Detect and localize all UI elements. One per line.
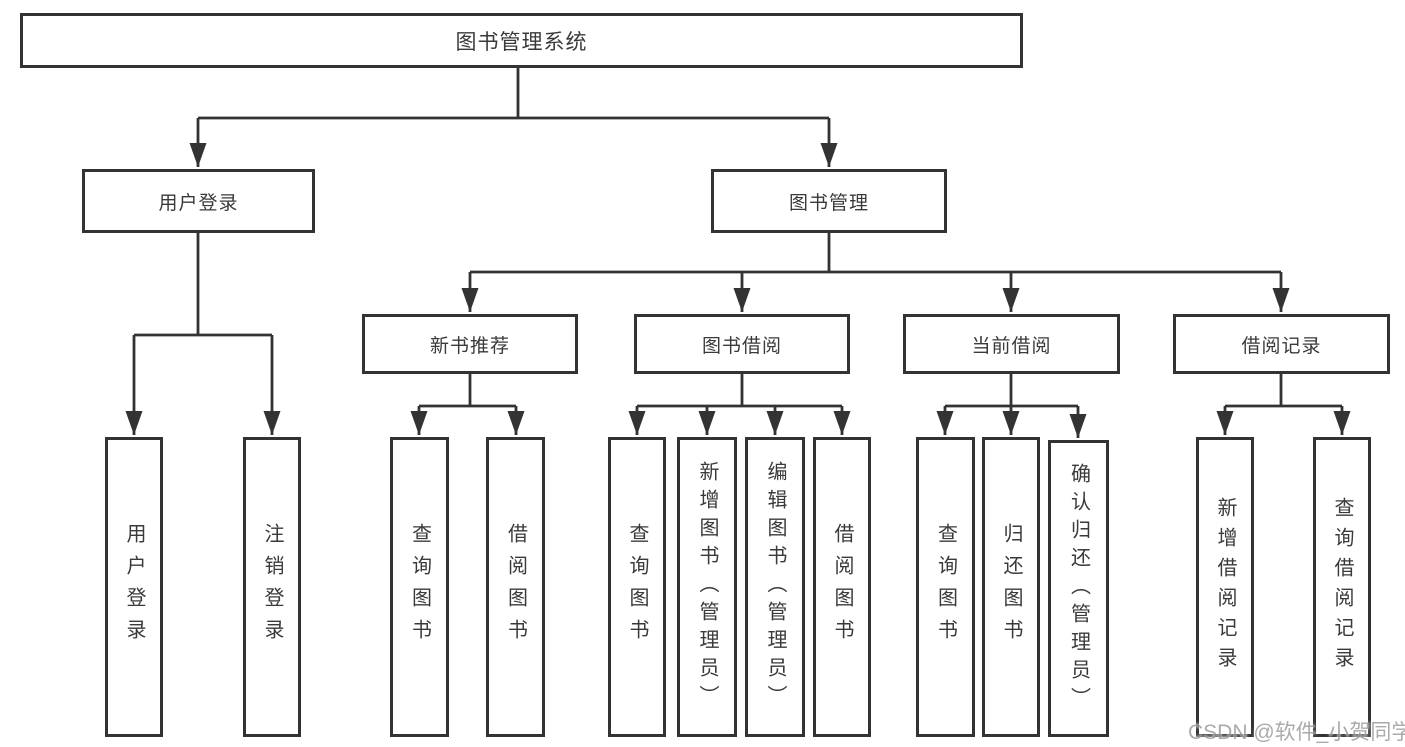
node-library-management-system: 图书管理系统 — [20, 13, 1023, 68]
node-label: 用户登录 — [123, 523, 145, 651]
node-label: 借阅图书 — [831, 523, 853, 651]
leaf-current-query-book: 查询图书 — [916, 437, 975, 737]
node-label: 图书管理 — [788, 192, 869, 214]
node-label: 图书借阅 — [701, 335, 782, 357]
leaf-borrow-borrow-book: 借阅图书 — [813, 437, 871, 737]
leaf-records-add-record: 新增借阅记录 — [1196, 437, 1254, 737]
leaf-logout-login: 注销登录 — [243, 437, 301, 737]
node-label: 图书管理系统 — [455, 30, 588, 54]
node-label: 新增图书（管理员） — [696, 461, 718, 713]
leaf-recommend-borrow-book: 借阅图书 — [486, 437, 545, 737]
leaf-user-login: 用户登录 — [105, 437, 163, 737]
node-label: 查询图书 — [408, 523, 431, 651]
node-label: 归还图书 — [1000, 523, 1022, 651]
leaf-borrow-edit-book-admin: 编辑图书（管理员） — [745, 437, 805, 737]
node-user-login: 用户登录 — [82, 169, 315, 233]
node-book-management: 图书管理 — [711, 169, 947, 233]
node-label: 新增借阅记录 — [1214, 497, 1236, 677]
leaf-current-return-book: 归还图书 — [982, 437, 1040, 737]
node-label: 用户登录 — [158, 192, 239, 214]
node-label: 借阅图书 — [504, 523, 527, 651]
leaf-current-confirm-return-admin: 确认归还（管理员） — [1048, 440, 1109, 737]
leaf-recommend-query-book: 查询图书 — [390, 437, 449, 737]
node-book-borrowing: 图书借阅 — [634, 314, 850, 374]
node-label: 借阅记录 — [1241, 335, 1322, 357]
node-label: 查询借阅记录 — [1331, 497, 1353, 677]
node-label: 当前借阅 — [971, 335, 1052, 357]
leaf-borrow-add-book-admin: 新增图书（管理员） — [677, 437, 737, 737]
node-label: 查询图书 — [626, 523, 648, 651]
csdn-watermark: CSDN @软件_小贺同学 — [1188, 721, 1405, 744]
node-label: 新书推荐 — [429, 335, 510, 357]
node-new-book-recommendation: 新书推荐 — [362, 314, 578, 374]
node-label: 注销登录 — [261, 523, 283, 651]
node-label: 编辑图书（管理员） — [764, 461, 786, 713]
node-label: 确认归还（管理员） — [1067, 462, 1090, 715]
leaf-records-query-record: 查询借阅记录 — [1313, 437, 1371, 737]
node-label: 查询图书 — [934, 523, 957, 651]
node-current-borrowing: 当前借阅 — [903, 314, 1120, 374]
leaf-borrow-query-book: 查询图书 — [608, 437, 666, 737]
node-borrowing-records: 借阅记录 — [1173, 314, 1390, 374]
